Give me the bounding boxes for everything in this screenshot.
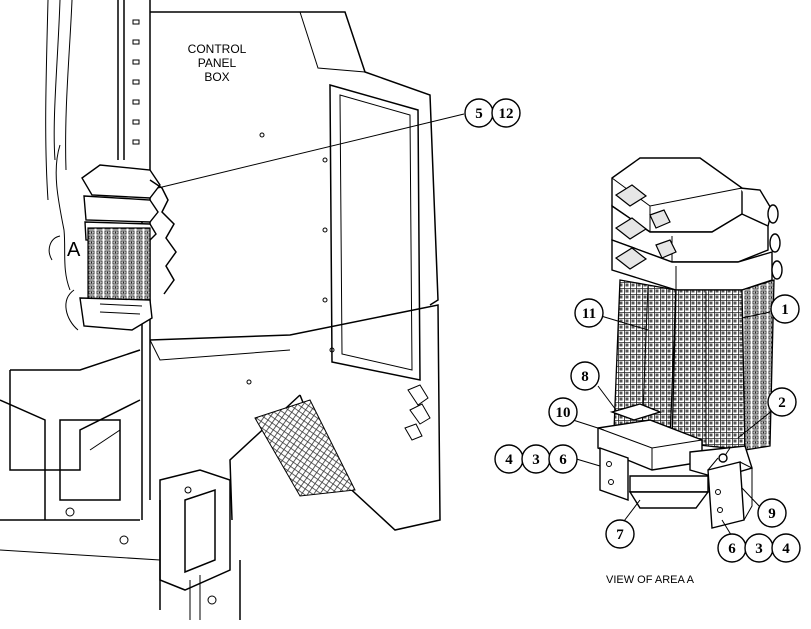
svg-text:5: 5 bbox=[475, 106, 483, 122]
callout-9: 9 bbox=[757, 498, 787, 528]
svg-text:8: 8 bbox=[581, 369, 589, 385]
callout-6-right: 6 bbox=[717, 533, 747, 563]
control-panel-label-line2: PANEL bbox=[198, 56, 237, 70]
callout-8: 8 bbox=[570, 361, 600, 391]
callout-2: 2 bbox=[767, 387, 797, 417]
svg-text:9: 9 bbox=[768, 506, 776, 522]
svg-text:12: 12 bbox=[499, 106, 514, 122]
area-a-detail-view bbox=[597, 157, 783, 529]
svg-text:6: 6 bbox=[559, 452, 567, 468]
callout-11: 11 bbox=[574, 298, 604, 328]
control-panel-label-line1: CONTROL bbox=[188, 42, 247, 56]
area-letter-label: A bbox=[67, 239, 81, 261]
callout-5: 5 bbox=[464, 98, 494, 128]
callout-4-left: 4 bbox=[494, 444, 524, 474]
callout-6-left: 6 bbox=[548, 444, 578, 474]
callout-7: 7 bbox=[605, 519, 635, 549]
callout-group: 5 12 1 11 8 2 10 4 3 6 9 7 6 3 4 bbox=[464, 98, 801, 563]
svg-text:1: 1 bbox=[781, 302, 789, 318]
leader-line-5-12 bbox=[157, 113, 465, 189]
svg-text:2: 2 bbox=[778, 395, 786, 411]
callout-3-right: 3 bbox=[744, 533, 774, 563]
callout-3-left: 3 bbox=[521, 444, 551, 474]
svg-text:11: 11 bbox=[582, 306, 596, 322]
svg-text:6: 6 bbox=[728, 541, 736, 557]
svg-text:10: 10 bbox=[556, 405, 571, 421]
svg-text:4: 4 bbox=[505, 452, 513, 468]
svg-text:3: 3 bbox=[532, 452, 540, 468]
svg-text:7: 7 bbox=[616, 527, 624, 543]
callout-12: 12 bbox=[491, 98, 521, 128]
terminal-strip-area-a bbox=[55, 144, 177, 331]
view-caption: VIEW OF AREA A bbox=[606, 574, 695, 586]
callout-10: 10 bbox=[548, 397, 578, 427]
callout-4-right: 4 bbox=[771, 533, 801, 563]
control-panel-label-line3: BOX bbox=[204, 70, 229, 84]
svg-text:4: 4 bbox=[782, 541, 790, 557]
area-pointer-arrow bbox=[48, 235, 61, 261]
callout-1: 1 bbox=[770, 294, 800, 324]
machine-frame bbox=[0, 0, 441, 620]
svg-text:3: 3 bbox=[755, 541, 763, 557]
